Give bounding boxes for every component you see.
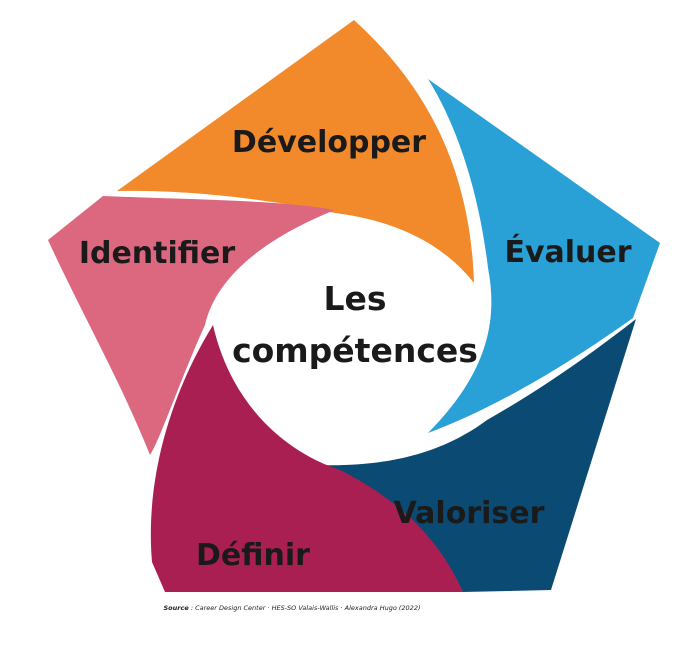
center-title-line2: compétences [232,331,478,370]
source-text: : Career Design Center · HES-SO Valais-W… [189,604,421,612]
segment-identifier [48,196,335,455]
source-credit: Source : Career Design Center · HES-SO V… [164,604,421,612]
center-title-line1: Les [323,279,386,318]
label-definir: Définir [196,538,310,573]
label-identifier: Identifier [79,236,236,271]
segment-definir [150,325,463,592]
source-prefix: Source [164,604,190,612]
segment-valoriser [296,319,636,592]
label-valoriser: Valoriser [394,496,545,531]
segment-evaluer [428,79,660,433]
label-evaluer: Évaluer [504,234,631,270]
label-developper: Développer [232,125,426,160]
segment-developper [117,20,474,283]
